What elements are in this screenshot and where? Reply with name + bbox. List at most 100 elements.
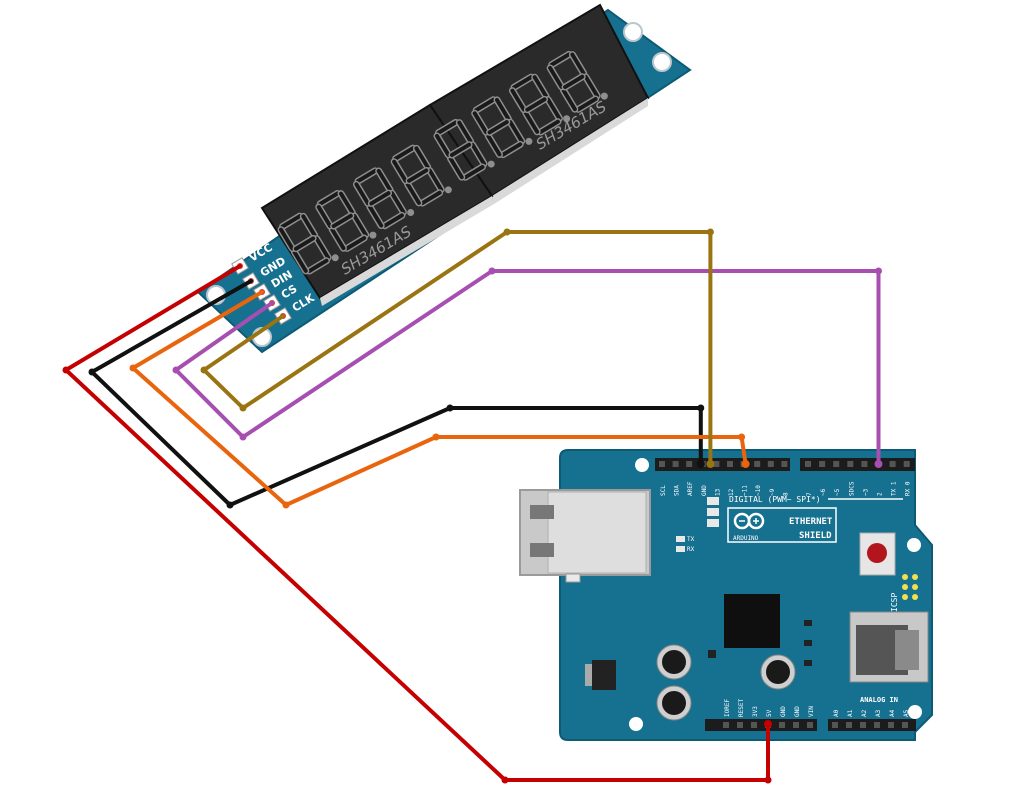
shield-hole-4 xyxy=(908,705,922,719)
segment-core xyxy=(367,204,384,228)
shield-label: SHIELD xyxy=(799,531,832,541)
analog-pin-label: A5 xyxy=(903,709,910,717)
analog-in-label: ANALOG IN xyxy=(860,696,898,704)
wire-bend xyxy=(62,366,70,374)
wire-bend xyxy=(503,228,511,236)
power-pin xyxy=(807,722,813,728)
decimal-point xyxy=(563,115,571,123)
top-pin-label: AREF xyxy=(687,481,694,496)
header-block-right xyxy=(800,458,915,471)
segment-core xyxy=(546,97,562,121)
segment-core xyxy=(393,146,415,161)
digital-label: DIGITAL (PWM~ SPI*) xyxy=(729,495,821,504)
segment-core xyxy=(436,120,458,135)
power-pin xyxy=(723,722,729,728)
led-on xyxy=(707,508,719,516)
wire-din xyxy=(131,290,748,507)
decimal-point xyxy=(487,160,495,168)
segment-core xyxy=(510,88,526,112)
digit-7 xyxy=(508,73,571,136)
wire-bend xyxy=(875,267,882,275)
smd-3 xyxy=(804,660,812,666)
segment-core xyxy=(501,142,523,157)
analog-pin-label: A0 xyxy=(833,709,840,717)
segment-core xyxy=(392,159,408,183)
ethernet-label: ETHERNET xyxy=(789,517,833,527)
power-pin xyxy=(779,722,785,728)
icsp-header xyxy=(902,574,918,600)
tx-led xyxy=(676,536,685,542)
power-pin xyxy=(793,722,799,728)
segment-core xyxy=(420,190,442,206)
wire-end xyxy=(874,460,883,468)
analog-pin-label: A3 xyxy=(875,709,882,717)
icsp-label: ICSP xyxy=(890,593,899,612)
segment-core xyxy=(407,168,429,183)
wire-bend xyxy=(200,366,208,374)
digit-2 xyxy=(315,189,377,252)
analog-pin-label: A1 xyxy=(847,709,854,717)
top-pin-label: ~11 xyxy=(742,485,749,496)
header-pin xyxy=(861,461,868,467)
wire-bend xyxy=(706,228,714,236)
arduino-infinity-right xyxy=(747,512,765,530)
wire-bend xyxy=(282,501,290,509)
segment-core xyxy=(449,142,472,158)
regulator-tab xyxy=(585,664,592,686)
smd-1 xyxy=(804,620,812,626)
ethernet-shield-logo: ETHERNET SHIELD ARDUINO xyxy=(727,507,837,543)
segment-core xyxy=(345,236,367,251)
shield-hole-1 xyxy=(635,458,649,472)
decimal-point xyxy=(369,231,377,239)
wire-end xyxy=(696,460,705,468)
segment-core xyxy=(280,214,302,229)
decimal-point xyxy=(407,208,415,216)
segment-core xyxy=(369,191,391,206)
header-pin xyxy=(819,461,826,467)
wire-bend xyxy=(88,368,96,376)
rx-led-label: RX xyxy=(687,546,695,553)
wire-bend xyxy=(432,433,440,441)
digit-3 xyxy=(352,167,415,230)
segment-core xyxy=(472,111,489,135)
wire-cs xyxy=(174,269,881,466)
analog-pin xyxy=(888,722,894,728)
header-pin xyxy=(781,461,788,467)
segment-core xyxy=(523,110,540,134)
digit-4 xyxy=(390,144,452,207)
capacitor-1 xyxy=(656,644,692,680)
top-pin-label: TX 1 xyxy=(891,481,898,496)
shield-hole-2 xyxy=(907,538,921,552)
segment-core xyxy=(538,119,560,134)
reset-button xyxy=(859,532,896,576)
segment-core xyxy=(448,156,464,180)
top-pin-label: SDCS xyxy=(848,481,855,496)
digit-segments xyxy=(277,50,608,275)
segment-core xyxy=(352,213,368,237)
led-pwr xyxy=(707,519,719,527)
power-pin-label: RESET xyxy=(738,699,745,717)
segment-core xyxy=(457,120,473,144)
analog-pin xyxy=(874,722,880,728)
top-pin-label: ~9 xyxy=(769,488,776,496)
digit-6 xyxy=(471,96,533,159)
wire-bend xyxy=(697,404,705,412)
power-pin-label: GND xyxy=(794,706,801,717)
segment-core xyxy=(548,66,564,89)
mount-hole-top-2 xyxy=(652,52,672,72)
wire-bend xyxy=(172,366,180,374)
segment-core xyxy=(570,52,586,76)
shield-hole-3 xyxy=(629,717,643,731)
segment-core xyxy=(318,191,340,206)
segment-core xyxy=(330,227,346,251)
icsp-pin xyxy=(912,574,918,580)
wire-bend xyxy=(226,501,234,509)
power-pin-label: 3V3 xyxy=(752,706,759,717)
top-pin-label: ~3 xyxy=(862,488,869,496)
top-pin-label: ~10 xyxy=(755,485,762,496)
analog-pin xyxy=(846,722,852,728)
icsp-pin xyxy=(912,584,918,590)
segment-core xyxy=(355,168,378,184)
